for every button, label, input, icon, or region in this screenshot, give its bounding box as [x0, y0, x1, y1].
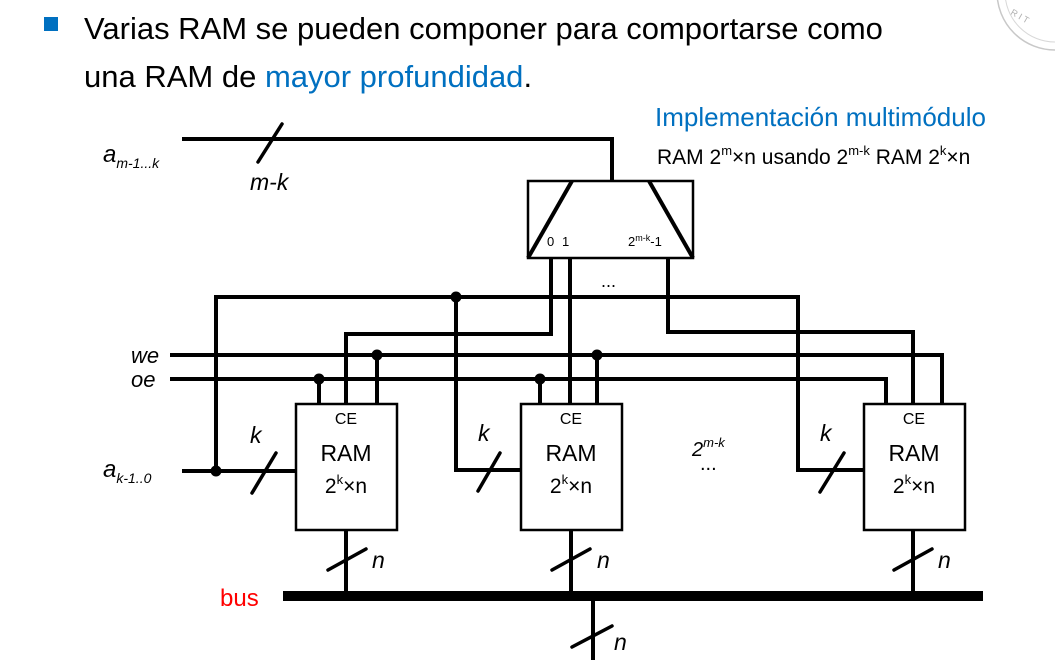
- slash-high-addr: [256, 122, 284, 164]
- width-slashes: [250, 122, 934, 649]
- ram-ce-label: CE: [903, 411, 925, 428]
- junction-dot: [371, 349, 383, 361]
- ram-module-2: CE RAM 2k×n: [519, 402, 624, 532]
- slash-bus-out: [570, 624, 614, 649]
- label-width-n-2: n: [597, 547, 610, 573]
- label-width-k-3: k: [820, 420, 833, 446]
- decoder-out-last: 2m-k-1: [628, 233, 662, 249]
- ram-size: 2k×n: [893, 472, 935, 498]
- slash-data-1: [326, 547, 368, 572]
- junction-dot: [313, 373, 325, 385]
- side-note-title: Implementación multimódulo: [655, 102, 986, 132]
- label-addr-high: am-1...k: [103, 141, 160, 171]
- slash-data-3: [892, 547, 934, 572]
- slash-data-2: [550, 547, 592, 572]
- decoder-ellipsis: ...: [601, 271, 616, 291]
- wire-oe: [170, 377, 888, 406]
- junction-dot: [591, 349, 603, 361]
- junction-dots: [210, 291, 603, 477]
- junction-dot: [450, 291, 462, 303]
- label-width-k-1: k: [250, 422, 263, 448]
- label-width-k-2: k: [478, 420, 491, 446]
- label-we: we: [131, 343, 159, 368]
- decoder-out-1: 1: [562, 234, 569, 249]
- ram-size: 2k×n: [325, 472, 367, 498]
- junction-dot: [534, 373, 546, 385]
- label-width-high: m-k: [250, 169, 290, 195]
- slash-low-addr-2: [476, 451, 502, 493]
- junction-dot: [210, 465, 222, 477]
- decoder-block: 0 1 2m-k-1: [526, 179, 695, 260]
- wire-we: [170, 353, 944, 406]
- label-width-n-1: n: [372, 547, 385, 573]
- ram-title: RAM: [888, 440, 939, 466]
- ram-ce-label: CE: [335, 411, 357, 428]
- university-seal-logo: R I T: [996, 0, 1055, 51]
- wire-addr-high: [182, 137, 614, 183]
- decoder-out-0: 0: [547, 234, 554, 249]
- slash-low-addr-1: [250, 451, 278, 495]
- bullet-line2-prefix: una RAM de: [84, 59, 265, 94]
- ram-title: RAM: [545, 440, 596, 466]
- wires: [170, 137, 944, 660]
- slash-low-addr-3: [818, 451, 846, 494]
- module-count-ellipsis: ...: [700, 453, 717, 475]
- bullet-square-icon: [44, 17, 58, 31]
- label-width-n-bus: n: [614, 629, 627, 655]
- bullet-text-line1: Varias RAM se pueden componer para compo…: [84, 11, 883, 46]
- label-oe: oe: [131, 367, 155, 392]
- bullet-line2-suffix: .: [523, 59, 532, 94]
- data-bus: [283, 591, 983, 601]
- side-note-description: RAM 2m×n usando 2m-k RAM 2k×n: [657, 143, 970, 169]
- label-width-n-3: n: [938, 547, 951, 573]
- wire-dec-outlast: [666, 256, 915, 406]
- ram-module-1: CE RAM 2k×n: [294, 402, 399, 532]
- highlight-mayor-profundidad: mayor profundidad: [265, 59, 524, 94]
- module-count-label: 2m-k: [691, 435, 726, 461]
- ram-module-3: CE RAM 2k×n: [862, 402, 967, 532]
- label-bus: bus: [220, 585, 259, 612]
- svg-text:R I T: R I T: [1009, 7, 1031, 26]
- ram-title: RAM: [320, 440, 371, 466]
- bullet-text-line2: una RAM de mayor profundidad.: [84, 59, 532, 94]
- ram-ce-label: CE: [560, 411, 582, 428]
- label-addr-low: ak-1..0: [103, 456, 152, 486]
- ram-size: 2k×n: [550, 472, 592, 498]
